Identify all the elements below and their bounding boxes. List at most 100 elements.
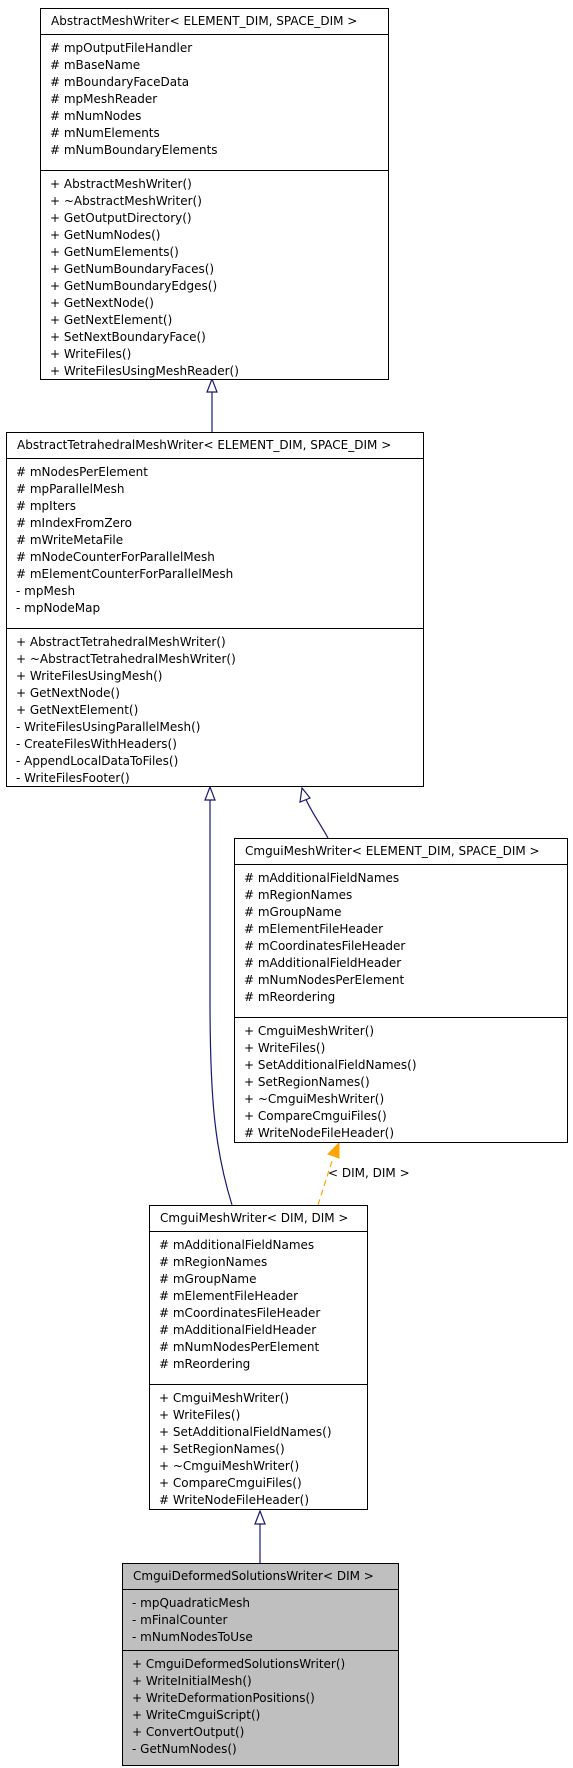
operation: + WriteFiles() (159, 1408, 241, 1422)
attribute: # mElementFileHeader (159, 1289, 299, 1303)
operation: - WriteFilesUsingParallelMesh() (16, 720, 201, 734)
edge-cmgui-template-to-tetrahedral (299, 786, 329, 839)
operation: + WriteFiles() (50, 347, 132, 361)
operation: + CmguiMeshWriter() (244, 1024, 375, 1038)
operation: + CmguiMeshWriter() (159, 1391, 290, 1405)
operation: + WriteInitialMesh() (132, 1674, 252, 1688)
attribute: # mNodeCounterForParallelMesh (16, 550, 215, 564)
operation: - AppendLocalDataToFiles() (16, 754, 179, 768)
operations-section: + AbstractMeshWriter() + ~AbstractMeshWr… (41, 170, 388, 384)
attribute: # mReordering (244, 990, 336, 1004)
edge-deformed-to-cmgui-dim (254, 1509, 266, 1563)
operation: + AbstractTetrahedralMeshWriter() (16, 635, 226, 649)
attribute: # mRegionNames (159, 1255, 268, 1269)
attributes-section: # mNodesPerElement # mpParallelMesh # mp… (7, 459, 423, 628)
operation: + WriteDeformationPositions() (132, 1691, 315, 1705)
operation: - WriteFilesFooter() (16, 771, 130, 785)
attribute: # mNumNodes (50, 109, 142, 123)
class-cmgui-mesh-writer-dim[interactable]: CmguiMeshWriter< DIM, DIM > # mAdditiona… (149, 1205, 368, 1510)
attribute: # mpIters (16, 499, 76, 513)
operation: # WriteNodeFileHeader() (244, 1126, 395, 1140)
instantiation-label: < DIM, DIM > (328, 1166, 410, 1180)
operation: + GetNumNodes() (50, 228, 161, 242)
edge-tetrahedral-to-abstract (206, 377, 218, 432)
operation: + CompareCmguiFiles() (244, 1109, 387, 1123)
operation: # WriteNodeFileHeader() (159, 1493, 310, 1507)
class-name: CmguiMeshWriter< DIM, DIM > (150, 1206, 367, 1232)
class-abstract-tetrahedral-mesh-writer[interactable]: AbstractTetrahedralMeshWriter< ELEMENT_D… (6, 432, 424, 787)
operation: + ~CmguiMeshWriter() (159, 1459, 300, 1473)
attribute: # mCoordinatesFileHeader (244, 939, 406, 953)
class-name: AbstractTetrahedralMeshWriter< ELEMENT_D… (7, 433, 423, 459)
attribute: # mAdditionalFieldHeader (244, 956, 402, 970)
attributes-section: # mAdditionalFieldNames # mRegionNames #… (150, 1232, 367, 1384)
attribute: - mpMesh (16, 584, 76, 598)
operation: + ~CmguiMeshWriter() (244, 1092, 385, 1106)
operation: + GetNumBoundaryFaces() (50, 262, 215, 276)
attribute: # mAdditionalFieldNames (159, 1238, 315, 1252)
operation: + GetNextNode() (16, 686, 120, 700)
operation: + SetAdditionalFieldNames() (159, 1425, 332, 1439)
class-cmgui-deformed-solutions-writer[interactable]: CmguiDeformedSolutionsWriter< DIM > - mp… (122, 1563, 399, 1766)
operation: + WriteFiles() (244, 1041, 326, 1055)
operation: + GetNextElement() (50, 313, 173, 327)
attribute: # mAdditionalFieldNames (244, 871, 400, 885)
attribute: # mElementCounterForParallelMesh (16, 567, 234, 581)
edge-template-instantiation (317, 1141, 340, 1206)
attribute: # mpOutputFileHandler (50, 41, 193, 55)
attribute: # mAdditionalFieldHeader (159, 1323, 317, 1337)
operation: + SetNextBoundaryFace() (50, 330, 206, 344)
operation: + CmguiDeformedSolutionsWriter() (132, 1657, 346, 1671)
attribute: # mpParallelMesh (16, 482, 125, 496)
operation: + CompareCmguiFiles() (159, 1476, 302, 1490)
attributes-section: - mpQuadraticMesh - mFinalCounter - mNum… (123, 1590, 398, 1650)
operation: + GetNumElements() (50, 245, 179, 259)
operation: + GetNextElement() (16, 703, 139, 717)
operation: + WriteFilesUsingMeshReader() (50, 364, 239, 378)
attribute: # mNumNodesPerElement (159, 1340, 320, 1354)
operation: + ~AbstractTetrahedralMeshWriter() (16, 652, 236, 666)
attributes-section: # mpOutputFileHandler # mBaseName # mBou… (41, 35, 388, 170)
operation: + SetRegionNames() (159, 1442, 285, 1456)
attribute: # mCoordinatesFileHeader (159, 1306, 321, 1320)
attribute: # mWriteMetaFile (16, 533, 124, 547)
operation: + SetAdditionalFieldNames() (244, 1058, 417, 1072)
attribute: # mNumBoundaryElements (50, 143, 218, 157)
operations-section: + CmguiMeshWriter() + WriteFiles() + Set… (150, 1384, 367, 1513)
class-name: CmguiMeshWriter< ELEMENT_DIM, SPACE_DIM … (235, 839, 567, 865)
attribute: # mBaseName (50, 58, 141, 72)
attribute: # mGroupName (159, 1272, 257, 1286)
attribute: # mBoundaryFaceData (50, 75, 190, 89)
attribute: # mNumElements (50, 126, 160, 140)
attribute: - mNumNodesToUse (132, 1630, 253, 1644)
operation: + SetRegionNames() (244, 1075, 370, 1089)
class-name: CmguiDeformedSolutionsWriter< DIM > (123, 1564, 398, 1590)
class-cmgui-mesh-writer-template[interactable]: CmguiMeshWriter< ELEMENT_DIM, SPACE_DIM … (234, 838, 568, 1143)
attribute: # mGroupName (244, 905, 342, 919)
operation: + WriteCmguiScript() (132, 1708, 261, 1722)
operation: - GetNumNodes() (132, 1742, 237, 1756)
operations-section: + CmguiMeshWriter() + WriteFiles() + Set… (235, 1017, 567, 1146)
attribute: # mReordering (159, 1357, 251, 1371)
operation: - CreateFilesWithHeaders() (16, 737, 177, 751)
attribute: # mNodesPerElement (16, 465, 148, 479)
operation: + AbstractMeshWriter() (50, 177, 192, 191)
operation: + GetOutputDirectory() (50, 211, 192, 225)
attribute: # mElementFileHeader (244, 922, 384, 936)
attribute: - mpNodeMap (16, 601, 101, 615)
attribute: # mRegionNames (244, 888, 353, 902)
operation: + ~AbstractMeshWriter() (50, 194, 202, 208)
operation: + GetNextNode() (50, 296, 154, 310)
attribute: # mNumNodesPerElement (244, 973, 405, 987)
attribute: # mpMeshReader (50, 92, 158, 106)
operation: + GetNumBoundaryEdges() (50, 279, 218, 293)
operation: + WriteFilesUsingMesh() (16, 669, 163, 683)
attributes-section: # mAdditionalFieldNames # mRegionNames #… (235, 865, 567, 1017)
operations-section: + CmguiDeformedSolutionsWriter() + Write… (123, 1650, 398, 1762)
edge-cmgui-dim-to-tetrahedral (204, 785, 233, 1206)
class-abstract-mesh-writer[interactable]: AbstractMeshWriter< ELEMENT_DIM, SPACE_D… (40, 8, 389, 380)
operation: + ConvertOutput() (132, 1725, 245, 1739)
operations-section: + AbstractTetrahedralMeshWriter() + ~Abs… (7, 628, 423, 791)
attribute: # mIndexFromZero (16, 516, 132, 530)
